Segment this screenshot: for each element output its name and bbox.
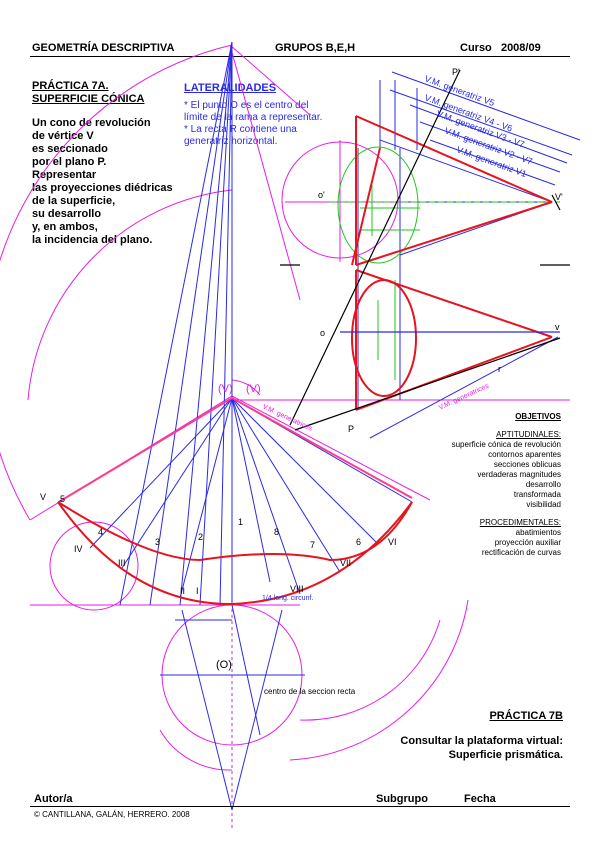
date-label: Fecha [464,793,496,805]
arabic-label: 6 [356,537,361,547]
procedimentales-title: PROCEDIMENTALES: [479,518,561,527]
statement-line: de vértice V [32,130,94,142]
procedimental-item: abatimientos [515,528,561,537]
statement-line: de la superficie, [32,195,116,207]
statement-line: es seccionado [32,143,108,155]
objetivos-panel: OBJETIVOS APTITUDINALES: superficie cóni… [361,412,561,558]
aptitudinales-title: APTITUDINALES: [496,430,561,439]
statement: Un cono de revolución de vértice V es se… [32,117,173,247]
lateralidades-text: * El punto O es el centro del límite de … [184,100,322,148]
profile-circle [281,140,405,262]
procedimental-item: rectificación de curvas [481,548,561,557]
aptitudinal-item: superficie cónica de revolución [451,440,561,449]
arabic-label: 5 [60,494,65,504]
lateralidades-line: límite de la rama a representar. [184,112,323,123]
arabic-label: 2 [198,532,203,542]
v-label: v [555,322,560,332]
roman-label: VI [388,537,397,547]
practica-7b-line1: Consultar la plataforma virtual: [400,735,563,747]
statement-line: Un cono de revolución [32,117,151,129]
aptitudinal-item: contornos aparentes [488,450,561,459]
lateralidades-line: generatriz horizontal. [184,136,278,147]
statement-line: su desarrollo [32,208,102,220]
practica-7b-line2: Superficie prismática. [448,749,563,761]
statement-line: por el plano P. [32,156,107,168]
lateralidades-line: * El punto O es el centro del [184,100,309,111]
copyright: © CANTILLANA, GALÁN, HERRERO. 2008 [34,810,190,819]
lateralidades-line: * La recta R contiene una [184,124,297,135]
course-label: Curso 2008/09 [460,42,541,54]
footer-rule [30,806,570,807]
roman-label: II [180,586,185,596]
vertex-dev-label-1: (V) [218,383,233,395]
roman-label: VII [340,558,351,568]
aptitudinal-item: transformada [513,490,561,499]
o-label: o [320,328,325,338]
cone-outline [57,115,553,606]
arabic-label: 4 [98,527,103,537]
section-curves [330,146,560,380]
objetivos-title: OBJETIVOS [515,412,561,421]
practica-7b-title: PRÁCTICA 7B [489,710,563,722]
practice-title: PRÁCTICA 7A. [32,80,109,92]
reference-lines [280,69,570,431]
section-center-label: centro de la seccion recta [264,687,356,696]
roman-label: V [40,492,46,502]
practice-subtitle: SUPERFICIE CÓNICA [32,93,145,105]
arabic-label: 1 [238,517,243,527]
roman-label: III [118,558,126,568]
r-label: r [498,364,501,374]
statement-line: Representar [32,169,97,181]
center-o-label: (O) [216,659,232,671]
roman-label: IV [74,544,83,554]
statement-line: la incidencia del plano. [32,234,153,246]
procedimental-item: proyección auxiliar [494,538,561,547]
aptitudinal-item: secciones oblicuas [493,460,561,469]
o-prime-label: o' [318,190,325,200]
roman-label: VIII [290,584,304,594]
vertex-dev-label-2: (V) [246,383,261,395]
subject-title: GEOMETRÍA DESCRIPTIVA [32,42,175,54]
drawing-labels: (V) (V) (O) centro de la seccion recta V… [40,67,563,696]
aptitudinal-item: verdaderas magnitudes [477,470,561,479]
arabic-label: 8 [274,527,279,537]
arabic-label: 3 [155,537,160,547]
lateralidades-title: LATERALIDADES [184,82,277,94]
p-label: P [348,424,354,434]
groups-label: GRUPOS B,E,H [275,42,356,54]
header-rule [30,56,570,57]
roman-label: I [196,586,199,596]
quarter-length-label: 1/4 long. circunf. [262,595,313,602]
arabic-label: 7 [310,540,315,550]
statement-line: y, en ambos, [32,221,98,233]
subgroup-label: Subgrupo [376,793,428,805]
p-prime-label: P' [452,67,460,77]
aptitudinal-item: visibilidad [526,500,561,509]
author-label: Autor/a [34,793,73,805]
v-prime-label: V' [555,192,563,202]
aptitudinal-item: desarrollo [525,480,561,489]
statement-line: las proyecciones diédricas [32,182,173,194]
